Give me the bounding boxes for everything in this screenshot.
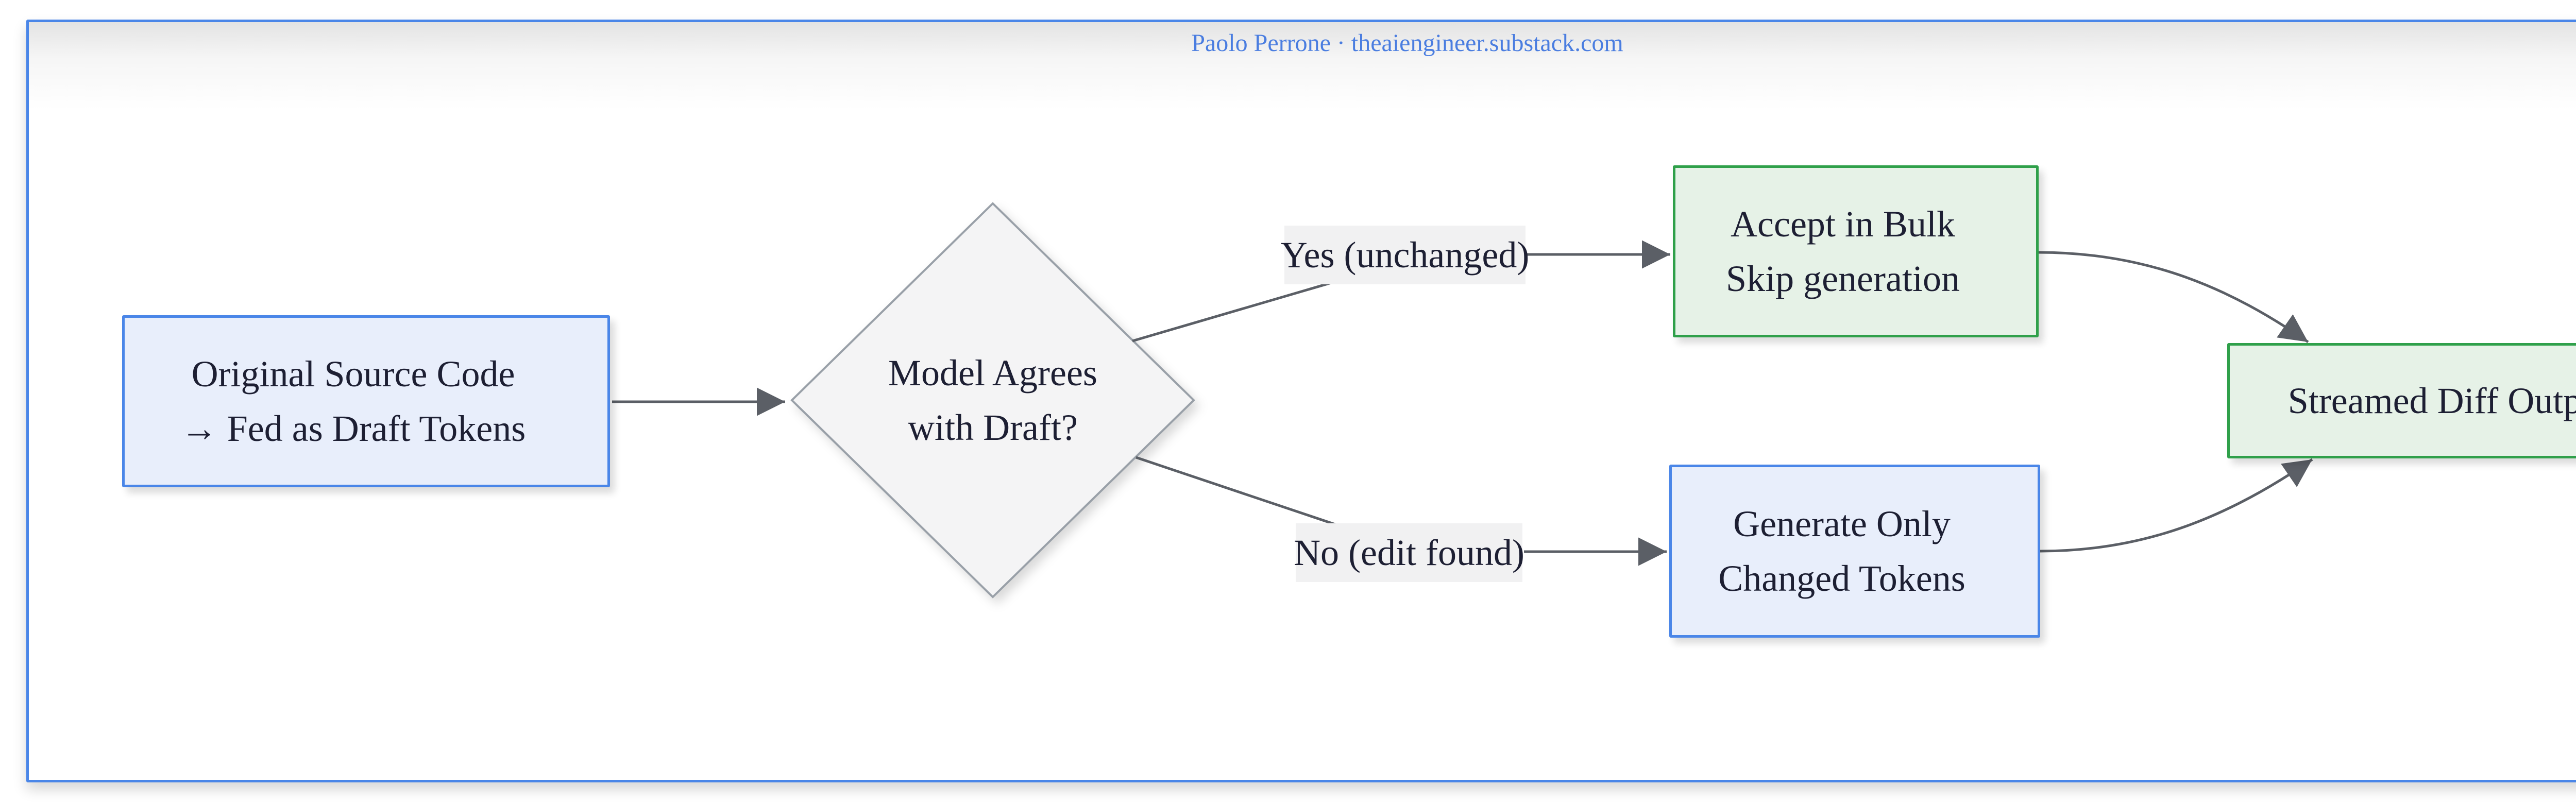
node-decision-line2: with Draft? (908, 407, 1078, 448)
edge-label-yes-text: Yes (unchanged) (1280, 234, 1530, 276)
edge-label-no: No (edit found) (1294, 523, 1524, 582)
edge-label-yes: Yes (unchanged) (1281, 226, 1529, 284)
node-generate-line2: Changed Tokens (1718, 558, 1965, 599)
node-accept-in-bulk: Accept in Bulk Skip generation (1673, 165, 2039, 337)
node-generate-line1: Generate Only (1733, 503, 1951, 544)
node-decision-line1: Model Agrees (888, 352, 1097, 394)
node-original-source: Original Source Code → Fed as Draft Toke… (122, 315, 610, 487)
node-accept-line2: Skip generation (1726, 258, 1960, 299)
node-accept-line1: Accept in Bulk (1731, 203, 1955, 245)
attribution-title: Paolo Perrone · theaiengineer.substack.c… (1191, 29, 1623, 57)
node-original-source-line2: → Fed as Draft Tokens (180, 408, 526, 449)
node-original-source-line1: Original Source Code (191, 353, 515, 395)
node-output-line1: Streamed Diff Output (2287, 380, 2576, 421)
node-decision-label: Model Agrees with Draft? (787, 343, 1199, 458)
node-streamed-diff-output: Streamed Diff Output (2227, 343, 2576, 458)
edge-label-no-text: No (edit found) (1294, 532, 1524, 573)
node-generate-only: Generate Only Changed Tokens (1669, 465, 2040, 638)
